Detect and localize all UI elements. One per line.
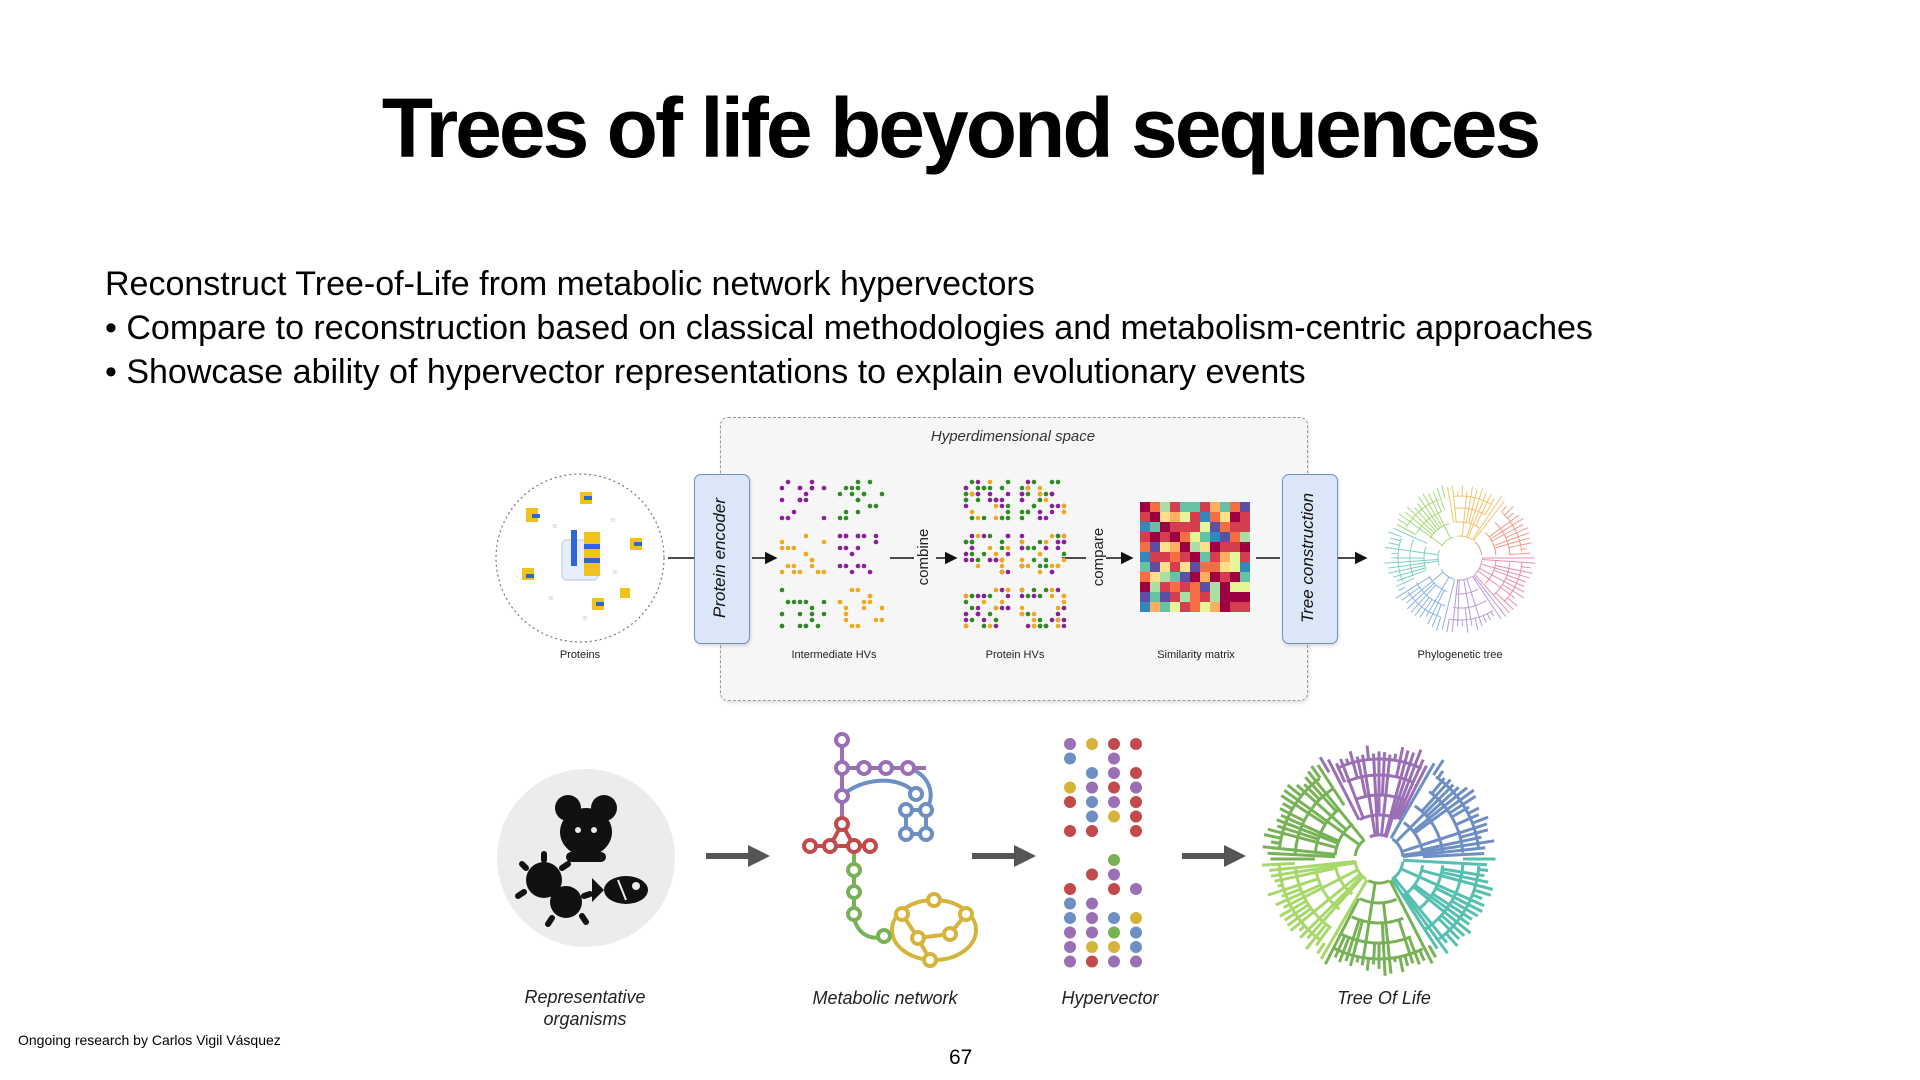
mouse-icon (555, 795, 617, 862)
protein-hvs-dots (963, 479, 1067, 629)
tree-construction-box (1282, 474, 1338, 644)
similarity-matrix-heatmap (1140, 502, 1250, 612)
bullet-list: Reconstruct Tree-of-Life from metabolic … (105, 262, 1593, 394)
tree-of-life-caption: Tree Of Life (1337, 988, 1431, 1008)
hypervector-dots (1064, 738, 1142, 968)
organisms-caption: Representative organisms (524, 987, 646, 1029)
svg-text:≡: ≡ (610, 516, 616, 524)
similarity-matrix-caption: Similarity matrix (1157, 649, 1235, 661)
hypervector-caption: Hypervector (1061, 988, 1159, 1008)
intermediate-hvs-caption: Intermediate HVs (791, 649, 877, 661)
panel-title: Hyperdimensional space (930, 428, 1096, 445)
bullet-intro: Reconstruct Tree-of-Life from metabolic … (105, 265, 1035, 303)
metabolic-network (802, 732, 978, 968)
proteins-caption: Proteins (559, 649, 601, 661)
svg-text:≡: ≡ (582, 614, 588, 622)
organisms-illustration (497, 769, 675, 947)
phylogenetic-tree-small (1384, 485, 1536, 633)
bullet-compare: • Compare to reconstruction based on cla… (105, 309, 1593, 347)
bullet-showcase: • Showcase ability of hypervector repres… (105, 353, 1306, 391)
svg-text:≡: ≡ (552, 522, 558, 530)
metabolic-network-caption: Metabolic network (812, 988, 958, 1008)
fish-icon (592, 876, 648, 904)
tree-of-life (1261, 745, 1496, 976)
bacteria-icon (515, 851, 593, 927)
svg-text:≡: ≡ (612, 568, 618, 576)
intermediate-hvs-dots (779, 479, 885, 629)
page-number: 67 (949, 1046, 973, 1069)
proteins-illustration: ≡ ≡ ≡ ≡ ≡ (495, 473, 665, 643)
protein-encoder-box (694, 474, 750, 644)
svg-text:≡: ≡ (548, 594, 554, 602)
phylogenetic-tree-caption: Phylogenetic tree (1417, 649, 1503, 661)
protein-hvs-caption: Protein HVs (985, 649, 1045, 661)
research-credit: Ongoing research by Carlos Vigil Vásquez (18, 1032, 281, 1048)
slide-title: Trees of life beyond sequences (381, 81, 1541, 175)
